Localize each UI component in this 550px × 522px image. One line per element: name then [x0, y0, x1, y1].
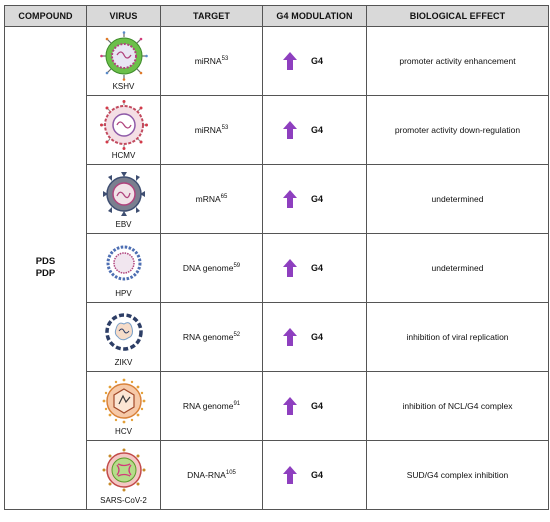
target-name: RNA genome	[182, 332, 234, 342]
virus-cell: SARS-CoV-2	[86, 440, 161, 510]
target-cell: DNA-RNA105	[160, 440, 263, 510]
table-row: HCV RNA genome91 G4 inhibition of NCL/G4…	[5, 371, 549, 441]
effect-cell: undetermined	[366, 233, 549, 303]
target-name: DNA-RNA	[187, 470, 226, 480]
virus-cell: HCV	[86, 371, 161, 441]
hpv-virus-icon	[106, 245, 141, 281]
virus-cell: KSHV	[86, 26, 161, 96]
target-reference: 53	[221, 125, 229, 132]
header-g4-modulation: G4 MODULATION	[262, 5, 367, 27]
target-cell: DNA genome59	[160, 233, 263, 303]
virus-name: HPV	[115, 289, 132, 298]
target-reference: 65	[220, 194, 228, 201]
modulation-cell: G4	[262, 26, 367, 96]
effect-cell: inhibition of viral replication	[366, 302, 549, 372]
target-reference: 53	[221, 56, 229, 63]
virus-name: HCMV	[111, 151, 136, 160]
kshv-virus-icon	[99, 31, 148, 81]
target-cell: RNA genome91	[160, 371, 263, 441]
modulation-cell: G4	[262, 302, 367, 372]
g4-label: G4	[311, 194, 324, 204]
target-name: RNA genome	[182, 401, 234, 411]
modulation-cell: G4	[262, 164, 367, 234]
g4-label: G4	[311, 332, 324, 342]
compound-cell: PDS PDP	[4, 26, 87, 510]
virus-name: HCV	[115, 427, 132, 436]
virus-cell: HPV	[86, 233, 161, 303]
ebv-virus-icon	[102, 172, 145, 216]
target-cell: RNA genome52	[160, 302, 263, 372]
up-arrow-icon	[283, 121, 297, 139]
effect-cell: SUD/G4 complex inhibition	[366, 440, 549, 510]
table-row: PDS PDP	[4, 26, 549, 510]
effect-cell: promoter activity down-regulation	[366, 95, 549, 165]
modulation-cell: G4	[262, 95, 367, 165]
g4-label: G4	[311, 401, 324, 411]
effect-cell: promoter activity enhancement	[366, 26, 549, 96]
virus-name: KSHV	[112, 82, 135, 91]
header-compound: COMPOUND	[4, 5, 87, 27]
modulation-cell: G4	[262, 233, 367, 303]
hcmv-virus-icon	[99, 100, 148, 150]
target-cell: miRNA53	[160, 95, 263, 165]
header-row: COMPOUND VIRUS TARGET G4 MODULATION BIOL…	[4, 5, 549, 27]
target-name: miRNA	[194, 56, 222, 66]
table-row: SARS-CoV-2 DNA-RNA105 G4 SUD/G4 complex …	[5, 440, 549, 510]
target-reference: 91	[233, 401, 241, 408]
virus-cell: ZIKV	[86, 302, 161, 372]
up-arrow-icon	[283, 397, 297, 415]
virus-name: ZIKV	[114, 358, 133, 367]
modulation-cell: G4	[262, 440, 367, 510]
target-cell: mRNA65	[160, 164, 263, 234]
header-virus: VIRUS	[86, 5, 161, 27]
virus-name: SARS-CoV-2	[100, 496, 147, 505]
table-row: HCMV miRNA53 G4 promoter activity down-r…	[5, 95, 549, 165]
effect-cell: undetermined	[366, 164, 549, 234]
header-target: TARGET	[160, 5, 263, 27]
target-cell: miRNA53	[160, 26, 263, 96]
g4-label: G4	[311, 263, 324, 273]
g4-ligand-table: COMPOUND VIRUS TARGET G4 MODULATION BIOL…	[4, 5, 549, 510]
header-biological-effect: BIOLOGICAL EFFECT	[366, 5, 549, 27]
virus-cell: HCMV	[86, 95, 161, 165]
virus-cell: EBV	[86, 164, 161, 234]
table-row: ZIKV RNA genome52 G4 inhibition of viral…	[5, 302, 549, 372]
g4-label: G4	[311, 56, 324, 66]
up-arrow-icon	[283, 190, 297, 208]
zikv-virus-icon	[104, 313, 143, 351]
table-row: EBV mRNA65 G4 undetermined	[5, 164, 549, 234]
up-arrow-icon	[283, 328, 297, 346]
hcv-virus-icon	[102, 378, 145, 424]
target-reference: 59	[233, 263, 241, 270]
g4-label: G4	[311, 470, 324, 480]
up-arrow-icon	[283, 466, 297, 484]
sars-cov-2-virus-icon	[102, 448, 145, 492]
up-arrow-icon	[283, 259, 297, 277]
target-name: miRNA	[194, 125, 222, 135]
compound-pds: PDS	[35, 256, 56, 267]
modulation-cell: G4	[262, 371, 367, 441]
compound-pdp: PDP	[35, 268, 56, 279]
target-name: mRNA	[195, 194, 221, 204]
target-reference: 105	[225, 470, 236, 477]
table-row: HPV DNA genome59 G4 undetermined	[5, 233, 549, 303]
g4-label: G4	[311, 125, 324, 135]
effect-cell: inhibition of NCL/G4 complex	[366, 371, 549, 441]
target-name: DNA genome	[182, 263, 234, 273]
target-reference: 52	[233, 332, 241, 339]
up-arrow-icon	[283, 52, 297, 70]
virus-name: EBV	[115, 220, 132, 229]
